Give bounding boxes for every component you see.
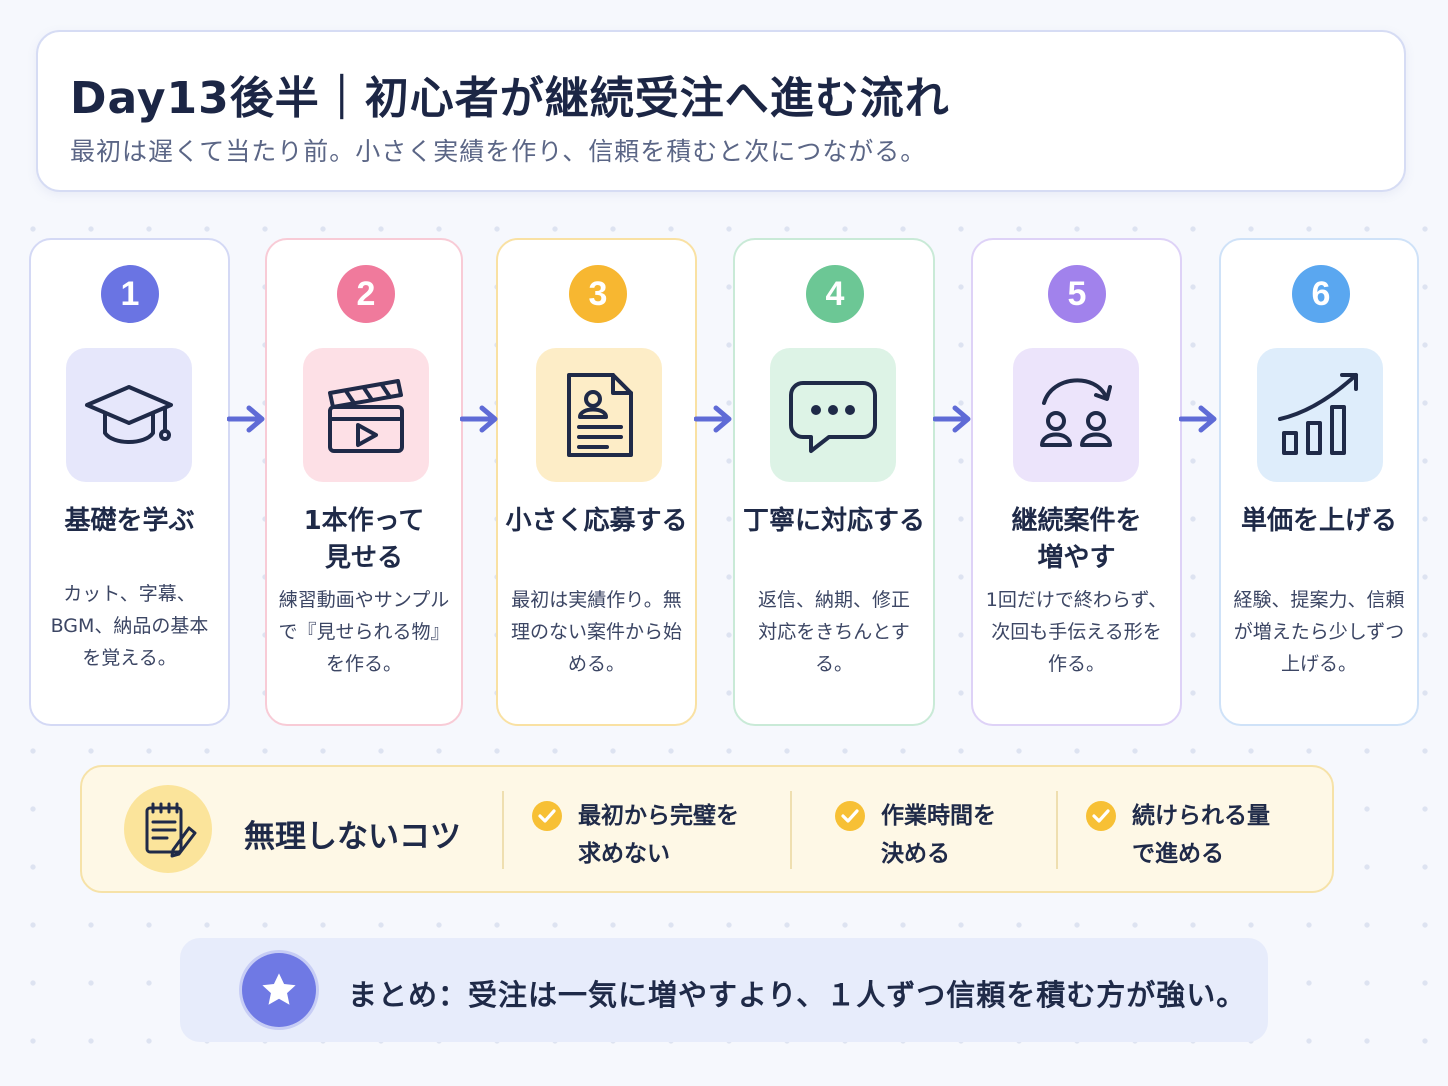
clapperboard-icon bbox=[303, 348, 429, 482]
tip-text: 続けられる量で進める bbox=[1132, 803, 1270, 867]
step-number-badge: 1 bbox=[101, 265, 159, 323]
check-circle-icon bbox=[532, 801, 562, 831]
step-card-2: 2 1本作って見せる 練習動画やサンプルで『見せられる物』を作る。 bbox=[265, 238, 463, 726]
step-card-1: 1 基礎を学ぶ カット、字幕、BGM、納品の基本を覚える。 bbox=[29, 238, 230, 726]
repeat-clients-icon bbox=[1013, 348, 1139, 482]
step-description: 経験、提案力、信頼が増えたら少しずつ上げる。 bbox=[1233, 589, 1405, 675]
step-title: 基礎を学ぶ bbox=[64, 506, 195, 536]
profile-document-icon bbox=[536, 348, 662, 482]
step-title: 1本作って見せる bbox=[303, 506, 425, 573]
step-description: 最初は実績作り。無理のない案件から始める。 bbox=[510, 589, 682, 675]
flow-arrow-icon bbox=[933, 405, 971, 433]
step-number-badge: 6 bbox=[1292, 265, 1350, 323]
step-title: 丁寧に対応する bbox=[742, 506, 925, 536]
tips-panel: 無理しないコツ 最初から完璧を求めない 作業時間を決める 続けられる量で進める bbox=[80, 765, 1334, 893]
step-number-badge: 5 bbox=[1048, 265, 1106, 323]
step-title: 単価を上げる bbox=[1240, 506, 1397, 536]
step-number-badge: 4 bbox=[806, 265, 864, 323]
divider bbox=[790, 791, 792, 869]
growth-chart-icon bbox=[1257, 348, 1383, 482]
flow-arrow-icon bbox=[1179, 405, 1217, 433]
page-title: Day13後半｜初心者が継続受注へ進む流れ bbox=[70, 73, 950, 124]
step-description: 1回だけで終わらず、次回も手伝える形を作る。 bbox=[985, 589, 1168, 675]
step-card-3: 3 小さく応募する 最初は実績作り。無理のない案件から始める。 bbox=[496, 238, 697, 726]
tip-text: 最初から完璧を求めない bbox=[578, 803, 739, 867]
step-card-6: 6 単価を上げる 経験、提案力、信頼が増えたら少しずつ上げる。 bbox=[1219, 238, 1419, 726]
tips-title: 無理しないコツ bbox=[244, 819, 461, 855]
step-card-4: 4 丁寧に対応する 返信、納期、修正対応をきちんとする。 bbox=[733, 238, 935, 726]
notepad-pencil-icon bbox=[124, 785, 212, 873]
step-description: 返信、納期、修正対応をきちんとする。 bbox=[757, 589, 910, 675]
step-number-badge: 3 bbox=[569, 265, 627, 323]
page-subtitle: 最初は遅くて当たり前。小さく実績を作り、信頼を積むと次につながる。 bbox=[70, 137, 927, 166]
step-description: 練習動画やサンプルで『見せられる物』を作る。 bbox=[278, 589, 450, 675]
header-card: Day13後半｜初心者が継続受注へ進む流れ 最初は遅くて当たり前。小さく実績を作… bbox=[36, 30, 1406, 192]
divider bbox=[502, 791, 504, 869]
divider bbox=[1056, 791, 1058, 869]
flow-arrow-icon bbox=[694, 405, 732, 433]
chat-bubble-icon bbox=[770, 348, 896, 482]
step-card-5: 5 継続案件を増やす 1回だけで終わらず、次回も手伝える形を作る。 bbox=[971, 238, 1182, 726]
graduation-cap-icon bbox=[66, 348, 192, 482]
star-icon bbox=[242, 953, 316, 1027]
summary-banner: まとめ：受注は一気に増やすより、１人ずつ信頼を積む方が強い。 bbox=[180, 938, 1268, 1042]
flow-arrow-icon bbox=[460, 405, 498, 433]
step-number-badge: 2 bbox=[337, 265, 395, 323]
step-title: 小さく応募する bbox=[505, 506, 688, 536]
check-circle-icon bbox=[835, 801, 865, 831]
dotted-background bbox=[0, 190, 1448, 1086]
check-circle-icon bbox=[1086, 801, 1116, 831]
tip-text: 作業時間を決める bbox=[881, 803, 996, 867]
step-title: 継続案件を増やす bbox=[1011, 506, 1142, 573]
summary-text: まとめ：受注は一気に増やすより、１人ずつ信頼を積む方が強い。 bbox=[348, 978, 1247, 1012]
flow-arrow-icon bbox=[227, 405, 265, 433]
step-description: カット、字幕、BGM、納品の基本を覚える。 bbox=[50, 583, 209, 669]
